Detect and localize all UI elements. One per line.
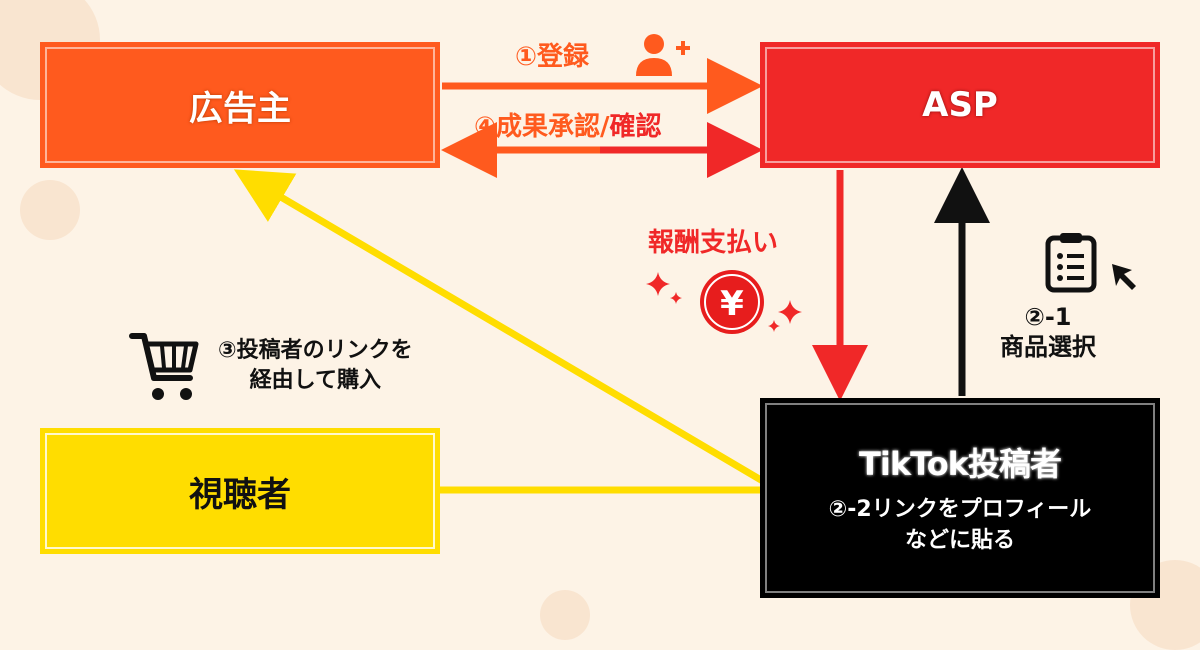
register-text: ①登録	[515, 42, 590, 72]
purchase-line1: ③投稿者のリンクを	[218, 338, 413, 363]
yen-symbol: ¥	[720, 284, 744, 324]
tiktok-poster-node: TikTok投稿者 ②-2リンクをプロフィール などに貼る	[760, 398, 1160, 598]
register-label: ①登録	[515, 36, 589, 73]
sparkle-icon	[646, 272, 670, 296]
shopping-cart-icon	[129, 333, 199, 400]
tiktok-poster-note: ②-2リンクをプロフィール などに貼る	[780, 495, 1140, 557]
background-dot	[20, 180, 80, 240]
product-select-graphic	[1045, 233, 1136, 293]
advertiser-node: 広告主	[40, 42, 440, 168]
product-select-line2: 商品選択	[1000, 333, 1096, 361]
asp-label: ASP	[922, 85, 998, 125]
tiktok-note-line1: ②-2リンクをプロフィール	[828, 497, 1092, 523]
viewer-node: 視聴者	[40, 428, 440, 554]
reward-payment-text: 報酬支払い	[648, 228, 779, 258]
purchase-line2: 経由して購入	[249, 367, 381, 393]
tiktok-poster-label: TikTok投稿者	[859, 445, 1062, 484]
product-select-line1: ②-1	[1024, 303, 1072, 331]
approval-text-part2: 確認	[609, 112, 662, 142]
cursor-arrow-icon	[1112, 264, 1136, 290]
reward-graphic	[646, 270, 802, 334]
approval-label: ④成果承認/確認	[474, 106, 662, 143]
asp-node: ASP	[760, 42, 1160, 168]
advertiser-label: 広告主	[189, 88, 291, 129]
add-user-icon	[636, 34, 690, 76]
sparkle-icon	[670, 292, 682, 304]
sparkle-icon	[768, 320, 780, 332]
flow-arrows	[233, 58, 990, 494]
viewer-label: 視聴者	[189, 474, 291, 515]
purchase-arrow	[233, 169, 782, 494]
approval-text-part1: ④成果承認/	[474, 112, 610, 142]
yen-coin-icon	[700, 270, 764, 334]
product-select-label: ②-1 商品選択	[1000, 302, 1096, 362]
tiktok-note-line2: などに貼る	[904, 528, 1015, 553]
sparkle-icon	[778, 300, 802, 324]
clipboard-list-icon	[1045, 233, 1097, 293]
purchase-label: ③投稿者のリンクを 経由して購入	[218, 336, 413, 395]
reward-payment-label: 報酬支払い	[648, 222, 778, 259]
